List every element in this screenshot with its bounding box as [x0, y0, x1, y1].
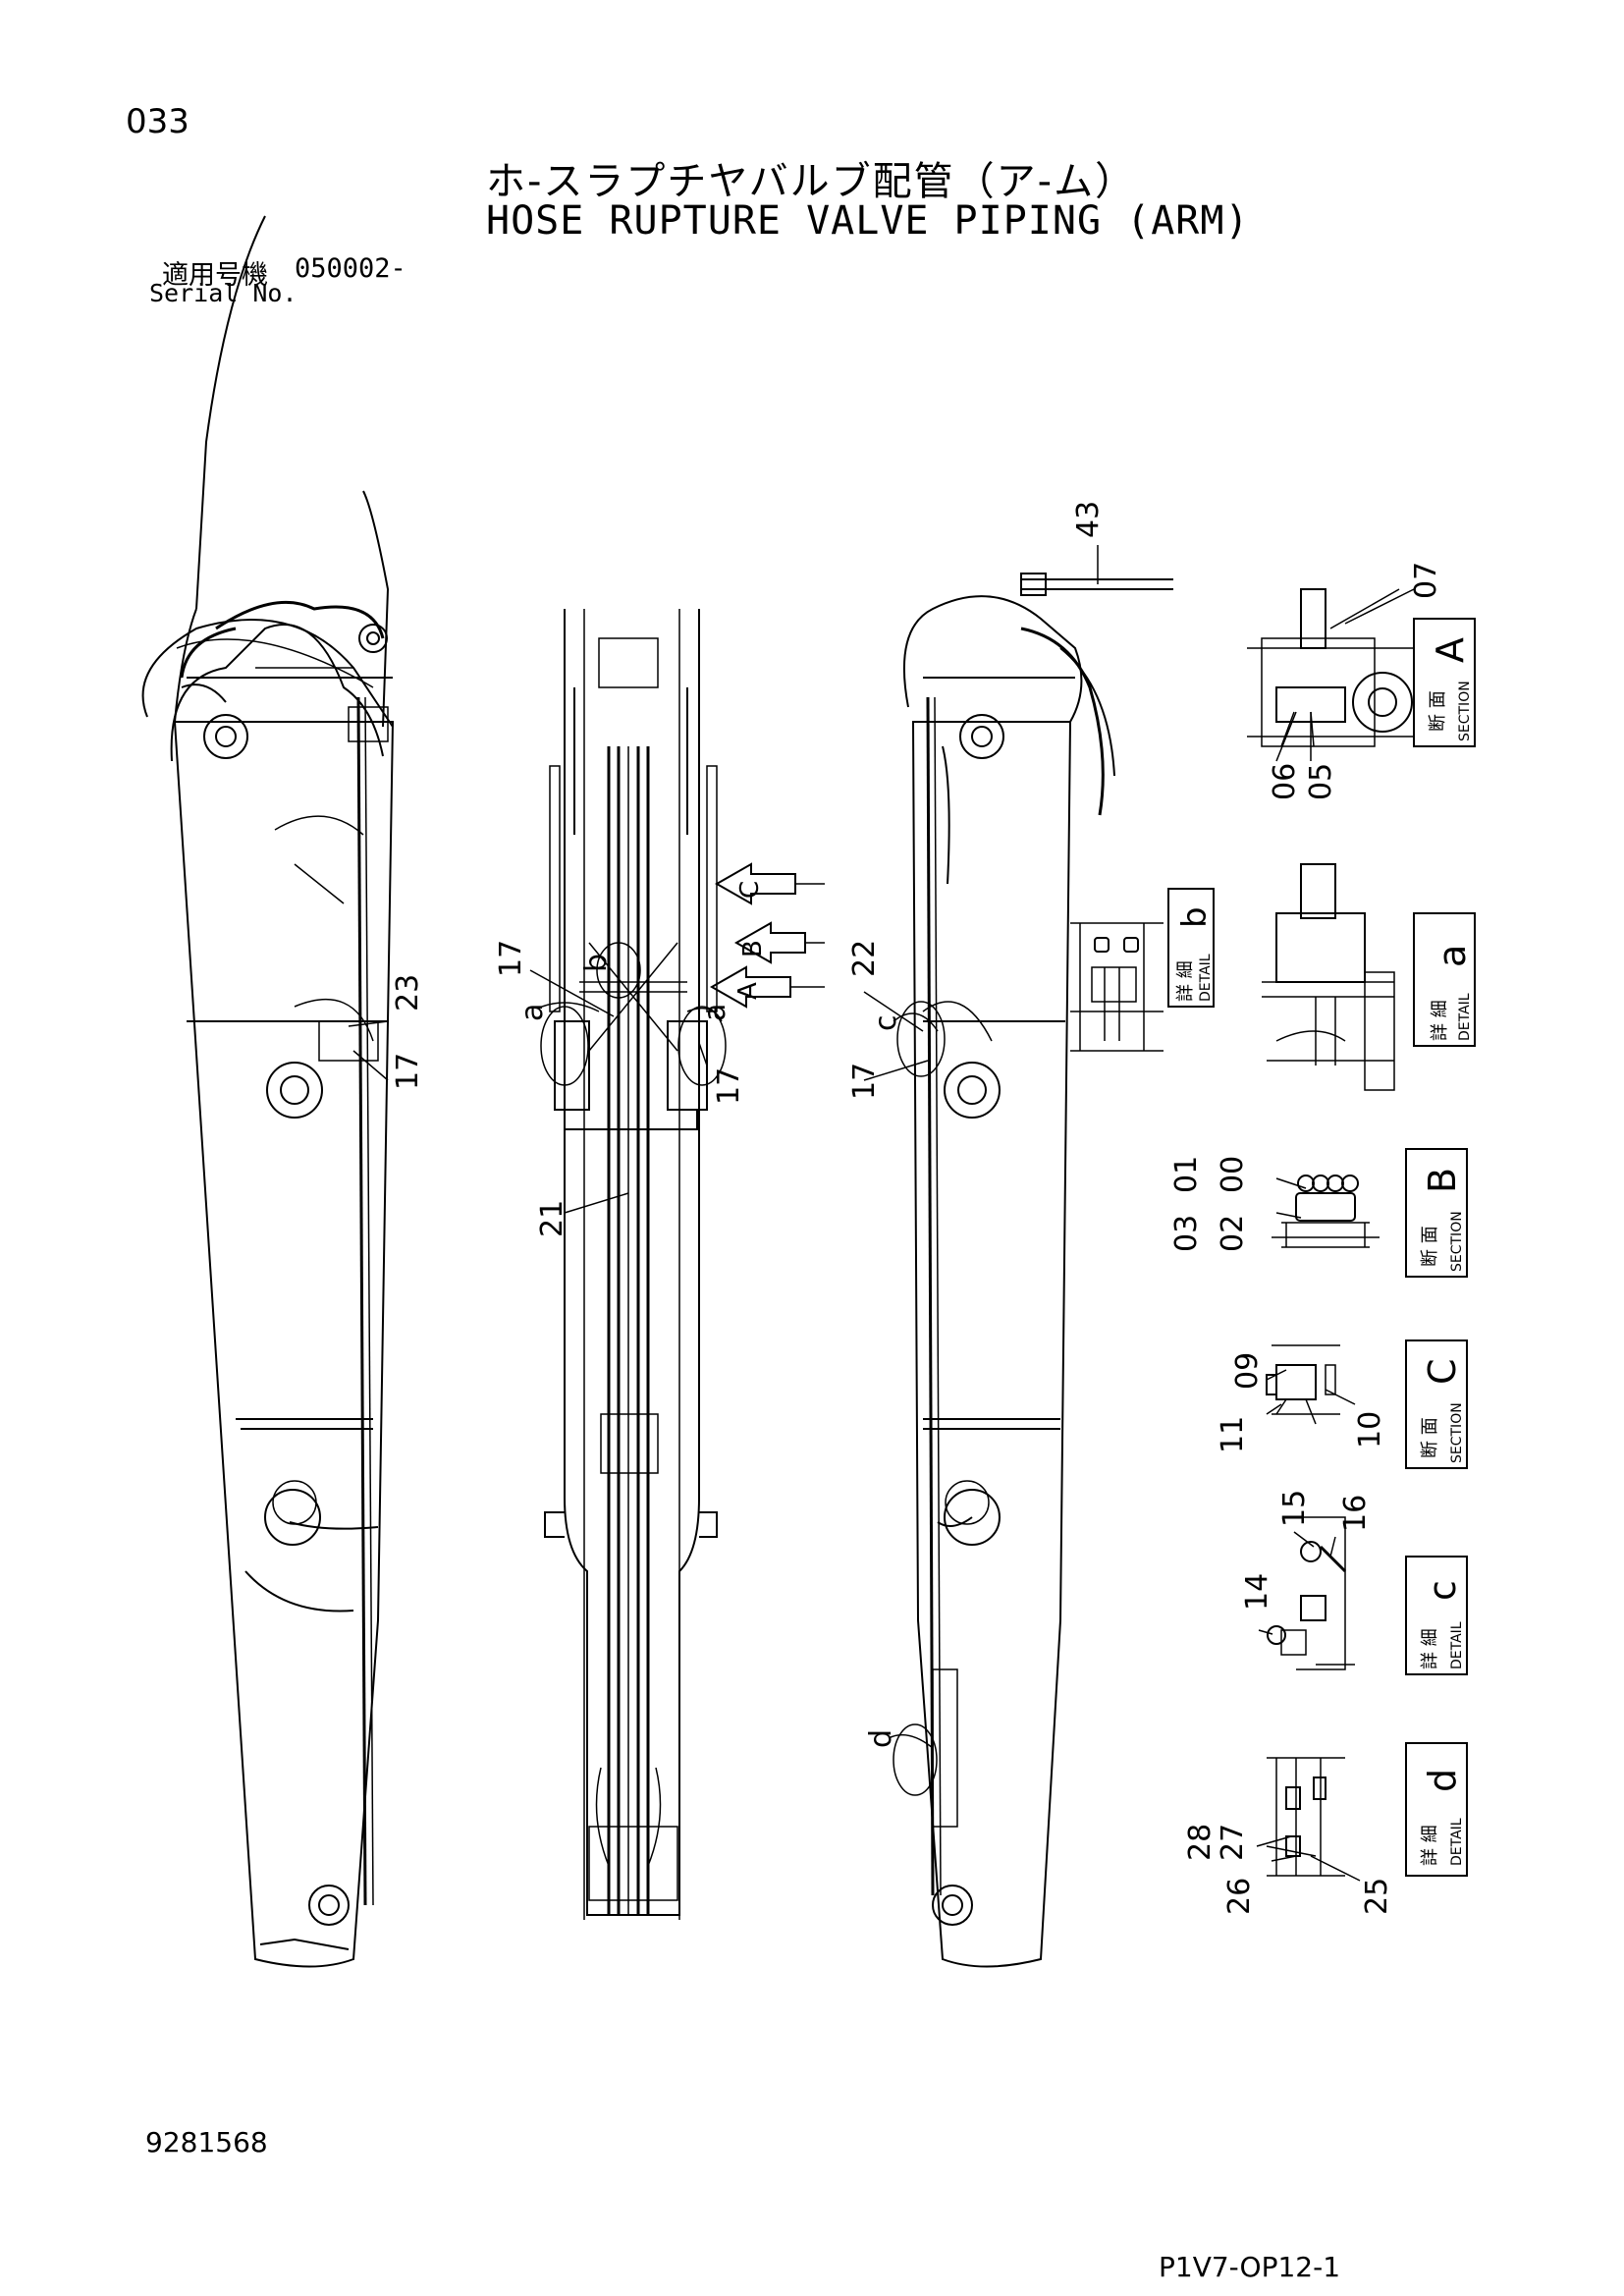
callout-00: 00 [1216, 1156, 1250, 1193]
section-a-view [1247, 588, 1476, 762]
leader-lines [348, 588, 1415, 1882]
callout-17-center-bottom: 17 [712, 1067, 746, 1105]
detail-b-en: DETAIL [1198, 954, 1214, 1002]
detail-d-en: DETAIL [1449, 1818, 1465, 1866]
detail-c-view [1267, 1516, 1468, 1675]
section-b-letter: B [1421, 1168, 1464, 1193]
view-labels: 断 面 SECTION A 詳 細 DETAIL b 詳 細 DETAIL a … [1175, 637, 1474, 1866]
detail-b-jp: 詳 細 [1175, 960, 1196, 1002]
cable-tie-part [1020, 545, 1173, 596]
callout-09: 09 [1230, 1352, 1265, 1390]
callout-16: 16 [1338, 1495, 1373, 1532]
callout-25: 25 [1360, 1878, 1394, 1915]
callout-01: 01 [1169, 1156, 1204, 1193]
callout-26: 26 [1222, 1878, 1257, 1915]
detail-c-jp: 詳 細 [1420, 1628, 1440, 1669]
callout-17-center-top: 17 [494, 940, 528, 977]
section-c-view [1266, 1339, 1468, 1469]
callout-03: 03 [1169, 1215, 1204, 1252]
callout-27: 27 [1216, 1824, 1250, 1861]
callout-d: d [864, 1729, 898, 1748]
detail-a-view [1262, 863, 1476, 1091]
callout-15: 15 [1277, 1490, 1312, 1527]
callout-a-left: a [515, 1004, 550, 1021]
callout-22: 22 [847, 940, 882, 977]
detail-b-letter: b [1175, 906, 1215, 928]
section-a-letter: A [1429, 637, 1472, 663]
detail-d-letter: d [1421, 1769, 1464, 1792]
page-title-japanese: ホ-スラプチヤバルブ配管（ア-ム） [486, 159, 1137, 204]
section-c-en: SECTION [1449, 1402, 1465, 1463]
callout-c: c [869, 1015, 903, 1032]
callout-02: 02 [1216, 1215, 1250, 1252]
sheet-code: P1V7-OP12-1 [1159, 2251, 1341, 2283]
drawing-number: 9281568 [145, 2126, 268, 2159]
view-arrows [709, 862, 825, 1009]
callout-23: 23 [391, 974, 425, 1011]
section-c-letter: C [1421, 1358, 1464, 1385]
detail-c-en: DETAIL [1449, 1621, 1465, 1669]
section-b-jp: 断 面 [1420, 1226, 1440, 1267]
page-title-english: HOSE RUPTURE VALVE PIPING (ARM) [486, 198, 1250, 244]
section-c-jp: 断 面 [1420, 1417, 1440, 1458]
callout-a-right: a [698, 1004, 732, 1021]
callout-43: 43 [1071, 501, 1106, 538]
callout-b: b [579, 954, 614, 972]
callout-11: 11 [1216, 1416, 1250, 1453]
section-a-en: SECTION [1457, 681, 1473, 741]
page-number: 033 [126, 102, 189, 141]
detail-a-letter: a [1431, 945, 1474, 967]
callout-21: 21 [535, 1200, 569, 1237]
detail-a-jp: 詳 細 [1430, 1000, 1450, 1041]
callout-07: 07 [1409, 562, 1443, 599]
callout-06: 06 [1268, 763, 1302, 800]
callout-28: 28 [1183, 1824, 1218, 1861]
callout-14: 14 [1240, 1573, 1274, 1611]
detail-d-jp: 詳 細 [1420, 1825, 1440, 1866]
section-b-en: SECTION [1449, 1211, 1465, 1272]
callout-17-right: 17 [847, 1063, 882, 1100]
detail-c-letter: c [1421, 1580, 1464, 1601]
serial-label-english: Serial No. [149, 279, 298, 307]
serial-label-japanese: 適用号機 [162, 260, 268, 291]
detail-b-view [1070, 888, 1215, 1052]
callout-17-left: 17 [391, 1053, 425, 1090]
arm-side-view-left [141, 215, 395, 1968]
view-arrow-a-label: A [733, 982, 763, 1000]
serial-code: 050002- [295, 253, 406, 284]
callout-10: 10 [1353, 1411, 1387, 1449]
section-b-view [1272, 1148, 1468, 1278]
view-arrow-c-label: C [735, 881, 765, 899]
callout-numbers: 43 07 06 05 23 17 17 17 17 22 21 a a b c… [391, 501, 1443, 1915]
arm-end-left [170, 600, 389, 762]
callout-05: 05 [1304, 763, 1338, 800]
arm-top-view-center [544, 609, 718, 1920]
section-a-jp: 断 面 [1428, 690, 1448, 732]
arm-side-view-right [902, 595, 1115, 1968]
view-arrow-b-label: B [738, 940, 768, 957]
detail-a-en: DETAIL [1457, 993, 1473, 1041]
